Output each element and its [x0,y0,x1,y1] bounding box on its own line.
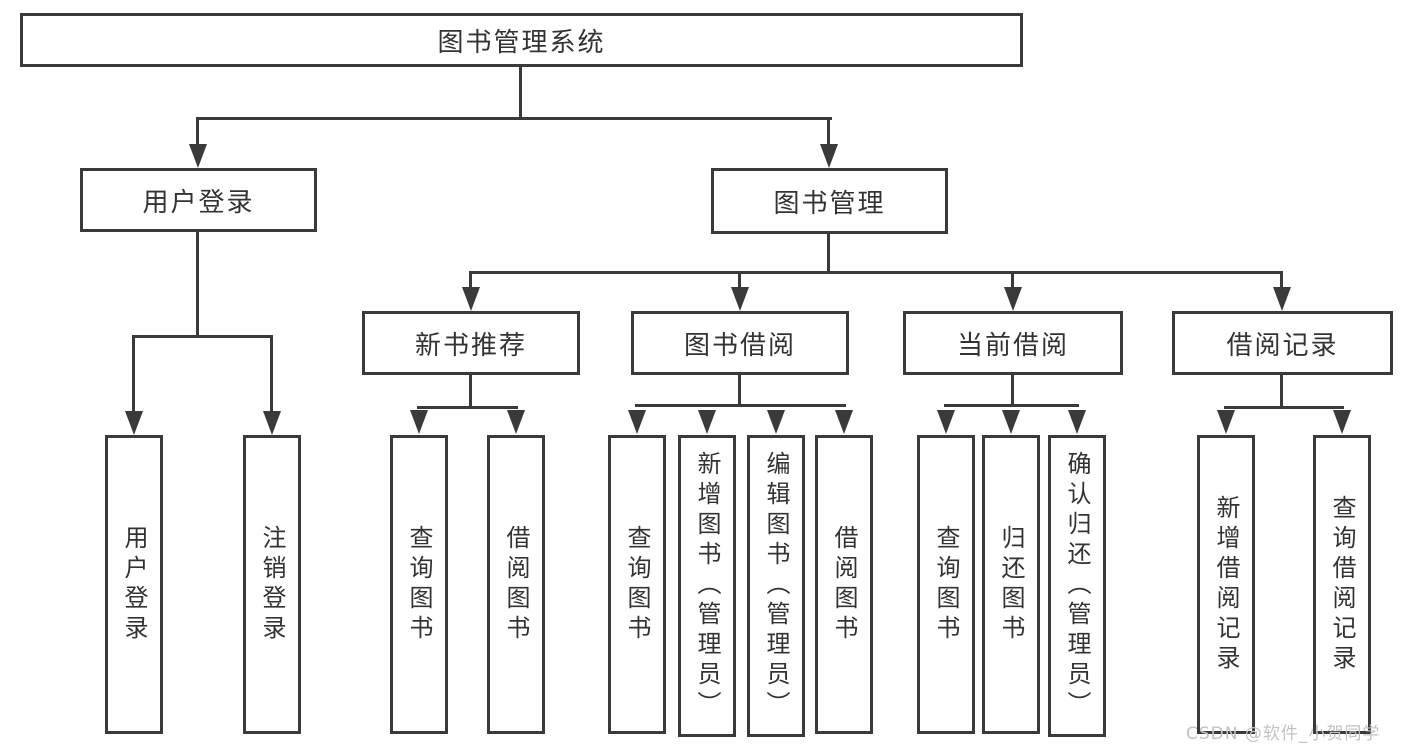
node-library-system: 图书管理系统 [20,13,1023,67]
arrow-down-icon [731,287,749,311]
leaf-confirm-return-admin: 确认归还（管理员） [1048,435,1106,737]
arrow-down-icon [1004,287,1022,311]
connector-distributor [635,404,846,407]
node-book-borrowing: 图书借阅 [631,311,849,375]
connector-level3-distributor [469,271,1283,274]
arrow-down-icon [1068,410,1086,434]
arrow-down-icon [507,410,525,434]
watermark-text: CSDN @软件_小贺同学 [1186,724,1381,744]
arrow-down-icon [1273,287,1291,311]
connector-user-login-distributor [132,335,273,338]
leaf-query-books: 查询图书 [608,435,666,734]
arrow-down-icon [1217,410,1235,434]
arrow-down-icon [263,411,281,435]
node-user-login: 用户登录 [80,168,317,232]
leaf-query-books: 查询图书 [390,435,448,734]
node-book-management: 图书管理 [711,168,948,234]
leaf-add-borrow-record: 新增借阅记录 [1197,435,1255,734]
connector-book-mgmt-stem [827,234,830,274]
arrow-down-icon [767,410,785,434]
connector-user-login-drop [196,117,199,147]
connector-level2-distributor [196,117,832,120]
leaf-return-books: 归还图书 [982,435,1040,734]
connector-stem [738,375,741,407]
connector-stem [469,375,472,409]
arrow-down-icon [1333,410,1351,434]
connector-root-stem [519,66,522,119]
arrow-down-icon [698,410,716,434]
leaf-user-login: 用户登录 [105,435,163,734]
connector-user-login-stem [196,232,199,338]
node-borrowing-records: 借阅记录 [1172,311,1393,375]
connector-leaf-drop [1280,271,1283,291]
connector-leaf-drop [469,271,472,291]
connector-distributor [417,406,518,409]
arrow-down-icon [189,144,207,168]
connector-leaf-drop [738,271,741,291]
arrow-down-icon [835,410,853,434]
leaf-query-borrow-record: 查询借阅记录 [1313,435,1371,734]
connector-stem [1011,375,1014,407]
arrow-down-icon [1002,410,1020,434]
node-new-book-recommend: 新书推荐 [362,311,580,375]
leaf-borrow-books: 借阅图书 [815,435,873,734]
connector-leaf-drop [132,335,135,415]
connector-leaf-drop [270,335,273,415]
leaf-query-books: 查询图书 [917,435,975,734]
arrow-down-icon [410,410,428,434]
connector-distributor [1224,406,1344,409]
arrow-down-icon [125,411,143,435]
arrow-down-icon [937,410,955,434]
node-current-borrowing: 当前借阅 [903,311,1123,375]
connector-stem [1280,375,1283,409]
arrow-down-icon [820,144,838,168]
arrow-down-icon [628,410,646,434]
leaf-borrow-books: 借阅图书 [487,435,545,734]
leaf-logout: 注销登录 [243,435,301,734]
leaf-add-book-admin: 新增图书（管理员） [678,435,736,737]
connector-leaf-drop [1011,271,1014,291]
connector-book-mgmt-drop [827,117,830,147]
arrow-down-icon [462,287,480,311]
connector-distributor [944,404,1079,407]
leaf-edit-book-admin: 编辑图书（管理员） [747,435,805,737]
